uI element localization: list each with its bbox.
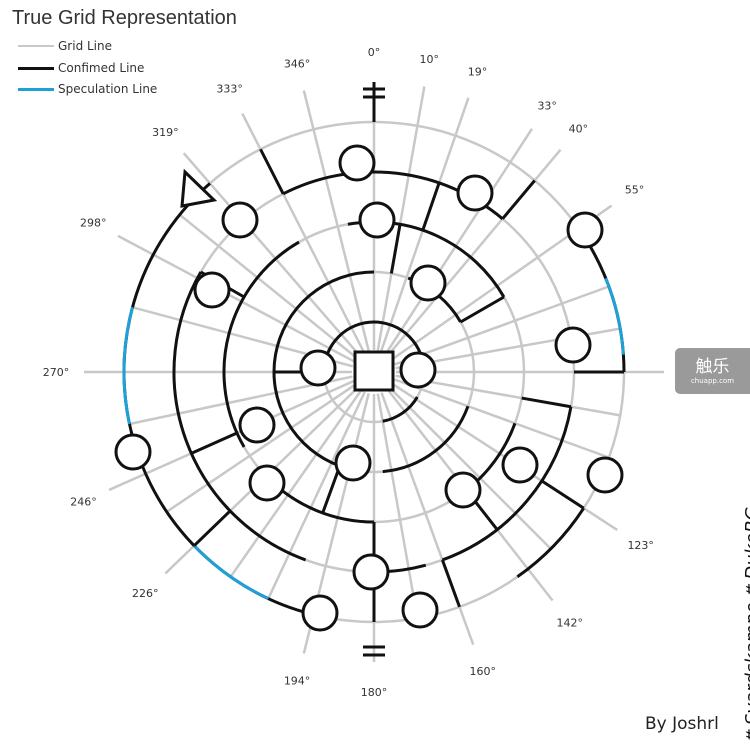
node-circle — [566, 211, 604, 249]
angle-label: 142° — [557, 617, 584, 630]
node-circle — [193, 271, 231, 309]
speculation-line — [193, 544, 269, 600]
confirmed-line — [322, 320, 426, 373]
author-byline: By Joshrl — [645, 714, 719, 734]
grid-spoke — [117, 234, 356, 363]
angle-label: 40° — [569, 122, 589, 135]
grid-spoke — [394, 285, 610, 366]
confirmed-line — [193, 509, 232, 547]
angle-label: 0° — [368, 46, 381, 59]
grid-spoke — [166, 383, 357, 513]
confirmed-line — [389, 224, 402, 274]
confirmed-line — [501, 179, 536, 220]
angle-label: 298° — [80, 217, 107, 230]
grid-spoke — [267, 391, 366, 600]
grid-line-swatch — [18, 45, 54, 47]
diagram-title: True Grid Representation — [12, 7, 237, 29]
arrow-icon — [180, 168, 218, 208]
grid-spoke — [376, 86, 426, 351]
grid-spoke — [388, 386, 552, 550]
confirmed-line — [516, 507, 585, 579]
node-circle — [338, 144, 376, 182]
node-circle — [114, 433, 152, 471]
node-circle — [238, 406, 276, 444]
grid-spoke — [178, 213, 358, 360]
node-circle — [586, 456, 624, 494]
credit-text: ₶ Svardskampe ₶ DukeBG — [742, 506, 750, 742]
confirmed-line — [122, 182, 211, 475]
angle-label: 10° — [419, 53, 439, 66]
confirmed-line — [521, 396, 572, 409]
grid-spoke — [395, 374, 621, 417]
angle-label: 319° — [152, 126, 179, 139]
node-circle — [248, 464, 286, 502]
grid-spoke — [229, 389, 363, 578]
node-circle — [301, 594, 339, 632]
center-square — [353, 350, 395, 392]
node-circle — [334, 444, 372, 482]
grid-spoke — [182, 152, 361, 357]
node-circle — [358, 201, 396, 239]
node-circle — [299, 349, 337, 387]
angle-label: 55° — [625, 184, 645, 197]
confirmed-line — [540, 479, 585, 510]
confirmed-line — [441, 406, 573, 562]
confirmed-line — [259, 148, 285, 195]
speculation-line-swatch — [18, 87, 54, 91]
legend-speculation-line: Speculation Line — [18, 82, 157, 96]
legend-label: Speculation Line — [58, 82, 158, 96]
node-circle — [444, 471, 482, 509]
confirmed-line — [321, 465, 342, 514]
confirmed-line — [172, 271, 307, 562]
speculation-line — [122, 306, 134, 425]
speculation-line — [604, 277, 625, 355]
angle-label: 180° — [361, 686, 388, 699]
grid-spoke — [394, 378, 610, 459]
node-circle — [352, 553, 390, 591]
angle-label: 246° — [70, 495, 97, 508]
legend-grid-line: Grid Line — [18, 39, 112, 53]
watermark-site: chuapp.com — [690, 377, 735, 385]
confirmed-line — [382, 405, 470, 474]
angle-label: 226° — [132, 587, 159, 600]
confirmed-line — [272, 270, 375, 468]
angle-label: 270° — [43, 366, 70, 379]
grid-spoke — [376, 393, 419, 619]
node-circle — [221, 201, 259, 239]
node-circle — [399, 351, 437, 389]
angle-label: 123° — [627, 539, 654, 552]
node-circle — [401, 591, 439, 629]
legend-confirmed-line: Confimed Line — [18, 61, 144, 75]
grid-spoke — [384, 128, 533, 355]
angle-label: 19° — [468, 65, 488, 78]
angle-label: 346° — [284, 57, 311, 70]
confirmed-line — [421, 182, 441, 231]
legend-label: Grid Line — [58, 39, 113, 53]
angle-label: 33° — [537, 99, 557, 112]
watermark-name: 触乐 — [695, 357, 730, 377]
grid-spoke — [302, 90, 370, 351]
node-circle — [456, 174, 494, 212]
node-circle — [409, 264, 447, 302]
confirmed-line — [190, 431, 238, 455]
legend-label: Confimed Line — [58, 61, 145, 75]
node-circle — [554, 326, 592, 364]
confirmed-line — [382, 396, 419, 423]
angle-label: 194° — [284, 675, 311, 688]
confirmed-line-swatch — [18, 66, 54, 70]
node-circle — [501, 446, 539, 484]
confirmed-line — [222, 240, 300, 448]
confirmed-line — [459, 295, 505, 324]
confirmed-line — [440, 559, 461, 608]
angle-label: 333° — [216, 83, 243, 96]
angle-label: 160° — [470, 665, 497, 678]
